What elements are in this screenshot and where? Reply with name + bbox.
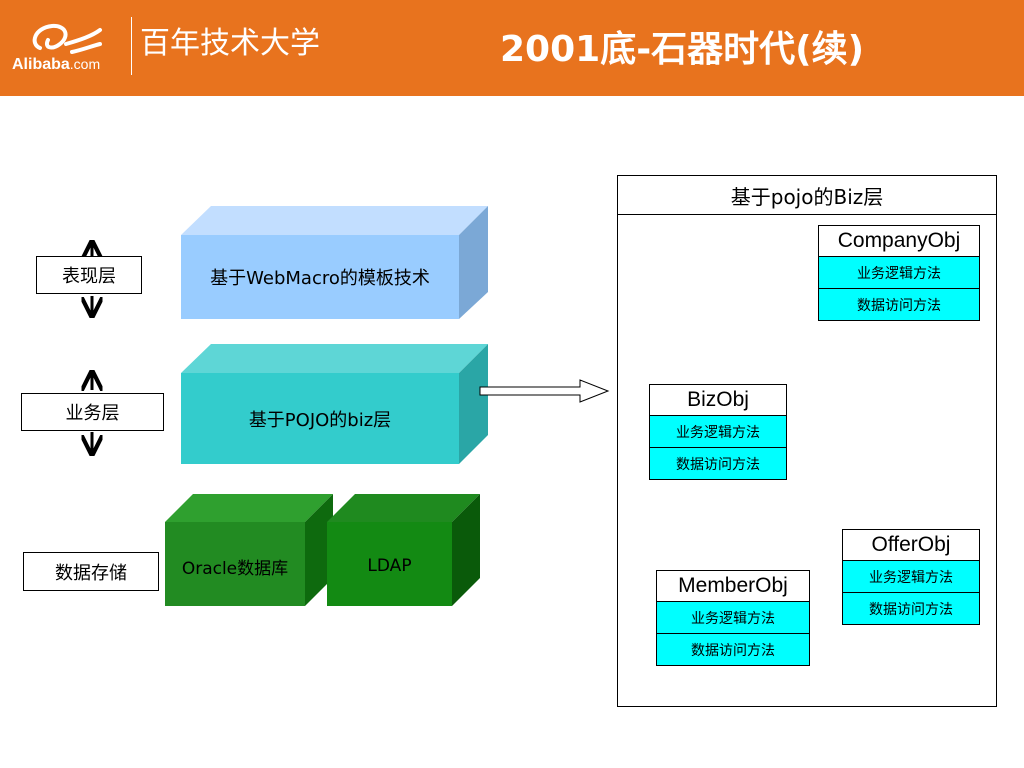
offer-obj: OfferObj 业务逻辑方法 数据访问方法 — [842, 529, 980, 625]
school-name: 百年技术大学 — [140, 26, 320, 61]
ldap-block — [327, 494, 480, 606]
class-name: MemberObj — [656, 570, 810, 602]
pojo-block-label: 基于POJO的biz层 — [248, 409, 392, 431]
hollow-arrow-icon — [479, 379, 610, 403]
webmacro-block-label: 基于WebMacro的模板技术 — [210, 268, 430, 289]
biz-layer-panel-title: 基于pojo的Biz层 — [617, 175, 997, 215]
class-name: CompanyObj — [818, 225, 980, 257]
data-storage-label: 数据存储 — [23, 552, 159, 591]
presentation-layer-label: 表现层 — [36, 256, 142, 294]
data-access-method: 数据访问方法 — [842, 593, 980, 625]
data-access-method: 数据访问方法 — [656, 634, 810, 666]
pojo-block — [181, 344, 488, 464]
class-name: BizObj — [649, 384, 787, 416]
webmacro-block — [181, 206, 488, 319]
header-bar: Alibaba.com 百年技术大学 2001底-石器时代(续) — [0, 0, 1024, 96]
company-obj: CompanyObj 业务逻辑方法 数据访问方法 — [818, 225, 980, 321]
logo-divider — [131, 17, 132, 75]
data-access-method: 数据访问方法 — [649, 448, 787, 480]
alibaba-logo-icon — [32, 23, 102, 54]
member-obj: MemberObj 业务逻辑方法 数据访问方法 — [656, 570, 810, 666]
business-layer-label: 业务层 — [21, 393, 164, 431]
ldap-block-label: LDAP — [367, 556, 412, 576]
logo-wordmark: Alibaba.com — [12, 56, 101, 73]
slide-title: 2001底-石器时代(续) — [500, 29, 865, 70]
oracle-block — [165, 494, 333, 606]
data-access-method: 数据访问方法 — [818, 289, 980, 321]
business-method: 业务逻辑方法 — [842, 561, 980, 593]
business-method: 业务逻辑方法 — [649, 416, 787, 448]
business-method: 业务逻辑方法 — [656, 602, 810, 634]
business-method: 业务逻辑方法 — [818, 257, 980, 289]
class-name: OfferObj — [842, 529, 980, 561]
biz-obj: BizObj 业务逻辑方法 数据访问方法 — [649, 384, 787, 480]
oracle-block-label: Oracle数据库 — [181, 558, 289, 579]
